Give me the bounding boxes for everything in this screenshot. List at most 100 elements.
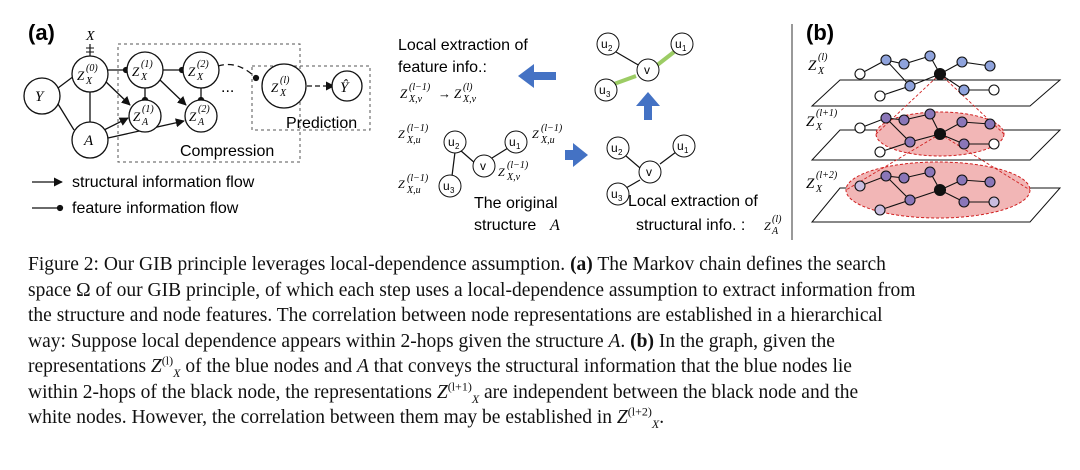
layer-l1-sup: (l+1) xyxy=(816,108,838,119)
zxl-Z: Z xyxy=(271,80,279,95)
zx0-Z: Z xyxy=(77,68,85,83)
feature-formula-z1: Z xyxy=(400,86,408,101)
zx1-sub: X xyxy=(140,72,148,83)
node-zxl xyxy=(261,63,307,109)
compression-label: Compression xyxy=(180,143,274,160)
structural-z-sub: A xyxy=(771,226,779,237)
layer-l-node-white-3 xyxy=(874,90,886,102)
z-u1-Z: Z xyxy=(532,127,539,141)
node-yhat-label: Ŷ xyxy=(340,79,350,96)
z-v-sub: X,v xyxy=(506,172,521,183)
za1-sup: (1) xyxy=(142,104,154,115)
u1-top-label: u xyxy=(675,37,682,51)
caption-z-l-sub: X xyxy=(173,365,181,380)
u1-orig-idx: 1 xyxy=(516,142,521,151)
za2-sub: A xyxy=(197,117,205,128)
caption-line7-pre: white nodes. However, the correlation be… xyxy=(28,407,613,428)
za2-Z: Z xyxy=(189,109,197,124)
layer-l2-graph xyxy=(854,166,1000,216)
layer-l1-Z: Z xyxy=(806,114,815,130)
u2-top-idx: 2 xyxy=(608,44,613,53)
layer-l1-node-white-1 xyxy=(854,122,866,134)
layer-l2-node-black xyxy=(933,183,947,197)
layer-l-node-blue-2 xyxy=(898,58,910,70)
edge-y-a xyxy=(57,103,75,131)
layer-l-graph xyxy=(854,50,1000,102)
node-u2-top xyxy=(596,32,620,56)
u2-top-label: u xyxy=(601,37,608,51)
layer-l-node-blue-3 xyxy=(924,50,936,62)
caption-line6-post: are independent between the black node a… xyxy=(484,381,859,403)
feature-graph: u 2 u 1 v u 3 xyxy=(594,32,694,102)
layer-l2-sub: X xyxy=(815,184,823,195)
node-a xyxy=(71,121,109,159)
z-u1-sup: (l−1) xyxy=(541,123,563,134)
blue-arrow-left xyxy=(518,64,556,88)
layer-l1-node-purple-1 xyxy=(880,112,892,124)
caption-line5-post: of the blue nodes and xyxy=(185,356,353,377)
layer-l-node-white-2 xyxy=(988,84,1000,96)
caption-z-l: Z xyxy=(150,356,162,377)
layer-l1-graph xyxy=(854,108,1000,158)
u2-struct-idx: 2 xyxy=(618,148,623,157)
layer-l1-node-white-2 xyxy=(988,138,1000,150)
v-orig-label: v xyxy=(480,159,486,173)
edge-zx2-zxl xyxy=(217,63,260,82)
feature-formula-sup2: (l) xyxy=(463,82,473,93)
feature-formula-arrow: → xyxy=(438,86,451,101)
node-v-struct xyxy=(638,160,662,184)
legend-feature-label: feature information flow xyxy=(72,200,239,217)
z-u3-sub: X,u xyxy=(406,185,421,196)
layer-l1-node-purple-5 xyxy=(984,118,996,130)
zx2-sup: (2) xyxy=(197,59,209,70)
u2-orig-idx: 2 xyxy=(455,142,460,151)
original-label-A: A xyxy=(549,217,560,234)
edge-u3-v-struct xyxy=(625,179,641,189)
edge-y-zx0 xyxy=(57,75,75,89)
u1-struct-label: u xyxy=(677,139,684,153)
node-zx0 xyxy=(71,55,109,93)
layer-l1-node-purple-2 xyxy=(898,114,910,126)
layer-l2-Z: Z xyxy=(806,176,815,192)
caption-line4-A: A xyxy=(608,330,621,352)
panel-b-label: (b) xyxy=(806,20,834,45)
layer-l2-node-purple-6 xyxy=(904,194,916,206)
caption-z-l1-sup: (l+1) xyxy=(447,379,472,393)
caption-line4-dot: . xyxy=(620,330,626,352)
z-u3-sup: (l−1) xyxy=(407,173,429,184)
u3-orig-idx: 3 xyxy=(450,186,455,195)
node-u3-orig xyxy=(438,174,462,198)
edge-zx0-za1 xyxy=(103,79,131,106)
caption-line-3: the structure and node features. The cor… xyxy=(28,305,883,326)
layer-l-node-blue-7 xyxy=(958,84,970,96)
feature-title-line1: Local extraction of xyxy=(398,37,528,54)
z-v-Z: Z xyxy=(498,165,505,179)
caption-z-l2-sup: (l+2) xyxy=(627,404,652,419)
layer-l-sup: (l) xyxy=(818,52,828,63)
u1-struct-idx: 1 xyxy=(684,146,689,155)
zx1-sup: (1) xyxy=(141,59,153,70)
layer-l1-node-purple-7 xyxy=(958,138,970,150)
feature-formula-sup1: (l−1) xyxy=(409,82,431,93)
layer-labels: Z (l) X Z (l+1) X Z (l+2) X xyxy=(806,52,838,195)
caption-line-4: way: Suppose local dependence appears wi… xyxy=(28,329,1058,355)
caption-line4-text: way: Suppose local dependence appears wi… xyxy=(28,330,604,352)
node-u1-struct xyxy=(672,134,696,158)
zx2-sub: X xyxy=(196,72,204,83)
node-yhat xyxy=(331,70,363,102)
caption-b-marker: (b) xyxy=(630,330,655,352)
edge-zx1-za2 xyxy=(159,79,187,106)
z-u1-sub: X,u xyxy=(540,135,555,146)
layer-l-node-black xyxy=(933,67,947,81)
zx0-sup: (0) xyxy=(86,63,98,74)
caption-figure-number: Figure 2: xyxy=(28,254,99,275)
edge-u1-v-top xyxy=(654,50,676,68)
figure-caption: Figure 2: Our GIB principle leverages lo… xyxy=(28,252,1058,431)
layer-l-edges-1 xyxy=(859,55,991,75)
zx0-sub: X xyxy=(85,76,93,87)
z-u2-sub: X,u xyxy=(406,135,421,146)
layer-l2-node-purple-7 xyxy=(958,196,970,208)
layer-l2-node-light-1 xyxy=(854,180,866,192)
caption-z-l1: Z xyxy=(436,381,448,403)
node-za1 xyxy=(128,99,162,133)
